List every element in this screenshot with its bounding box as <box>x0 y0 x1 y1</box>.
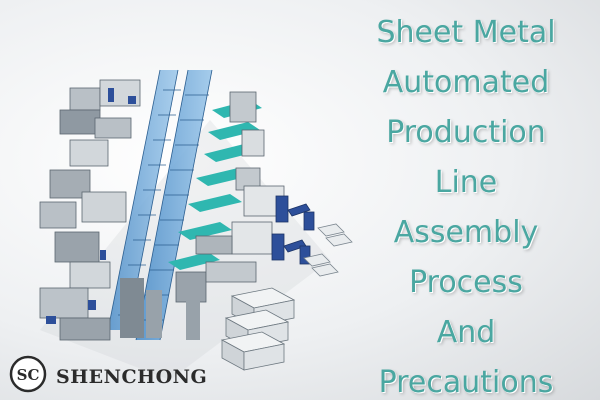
storage-rack-right <box>135 69 213 341</box>
title-line: Line <box>434 165 498 200</box>
machine-frames-right <box>175 91 285 303</box>
tower-frames <box>120 278 200 340</box>
blue-accents-left <box>46 88 136 324</box>
brand-mark: SC <box>17 366 40 384</box>
title-line: Automated <box>382 65 550 100</box>
brand-name: SHENCHONG <box>56 366 208 388</box>
title-line: Sheet Metal <box>376 15 556 50</box>
title-line: Process <box>409 265 523 300</box>
title-line: Assembly <box>393 215 539 250</box>
press-machines-left <box>39 79 141 341</box>
title-line: And <box>436 315 496 350</box>
title-line: Production <box>386 115 546 150</box>
title-line: Precautions <box>378 365 554 400</box>
robot-arms <box>271 195 315 265</box>
brand-logo-icon: SC <box>9 355 47 393</box>
enclosure-boxes <box>220 287 296 371</box>
page-title: Sheet Metal Automated Production Line As… <box>340 8 592 400</box>
finished-trays <box>303 223 353 277</box>
